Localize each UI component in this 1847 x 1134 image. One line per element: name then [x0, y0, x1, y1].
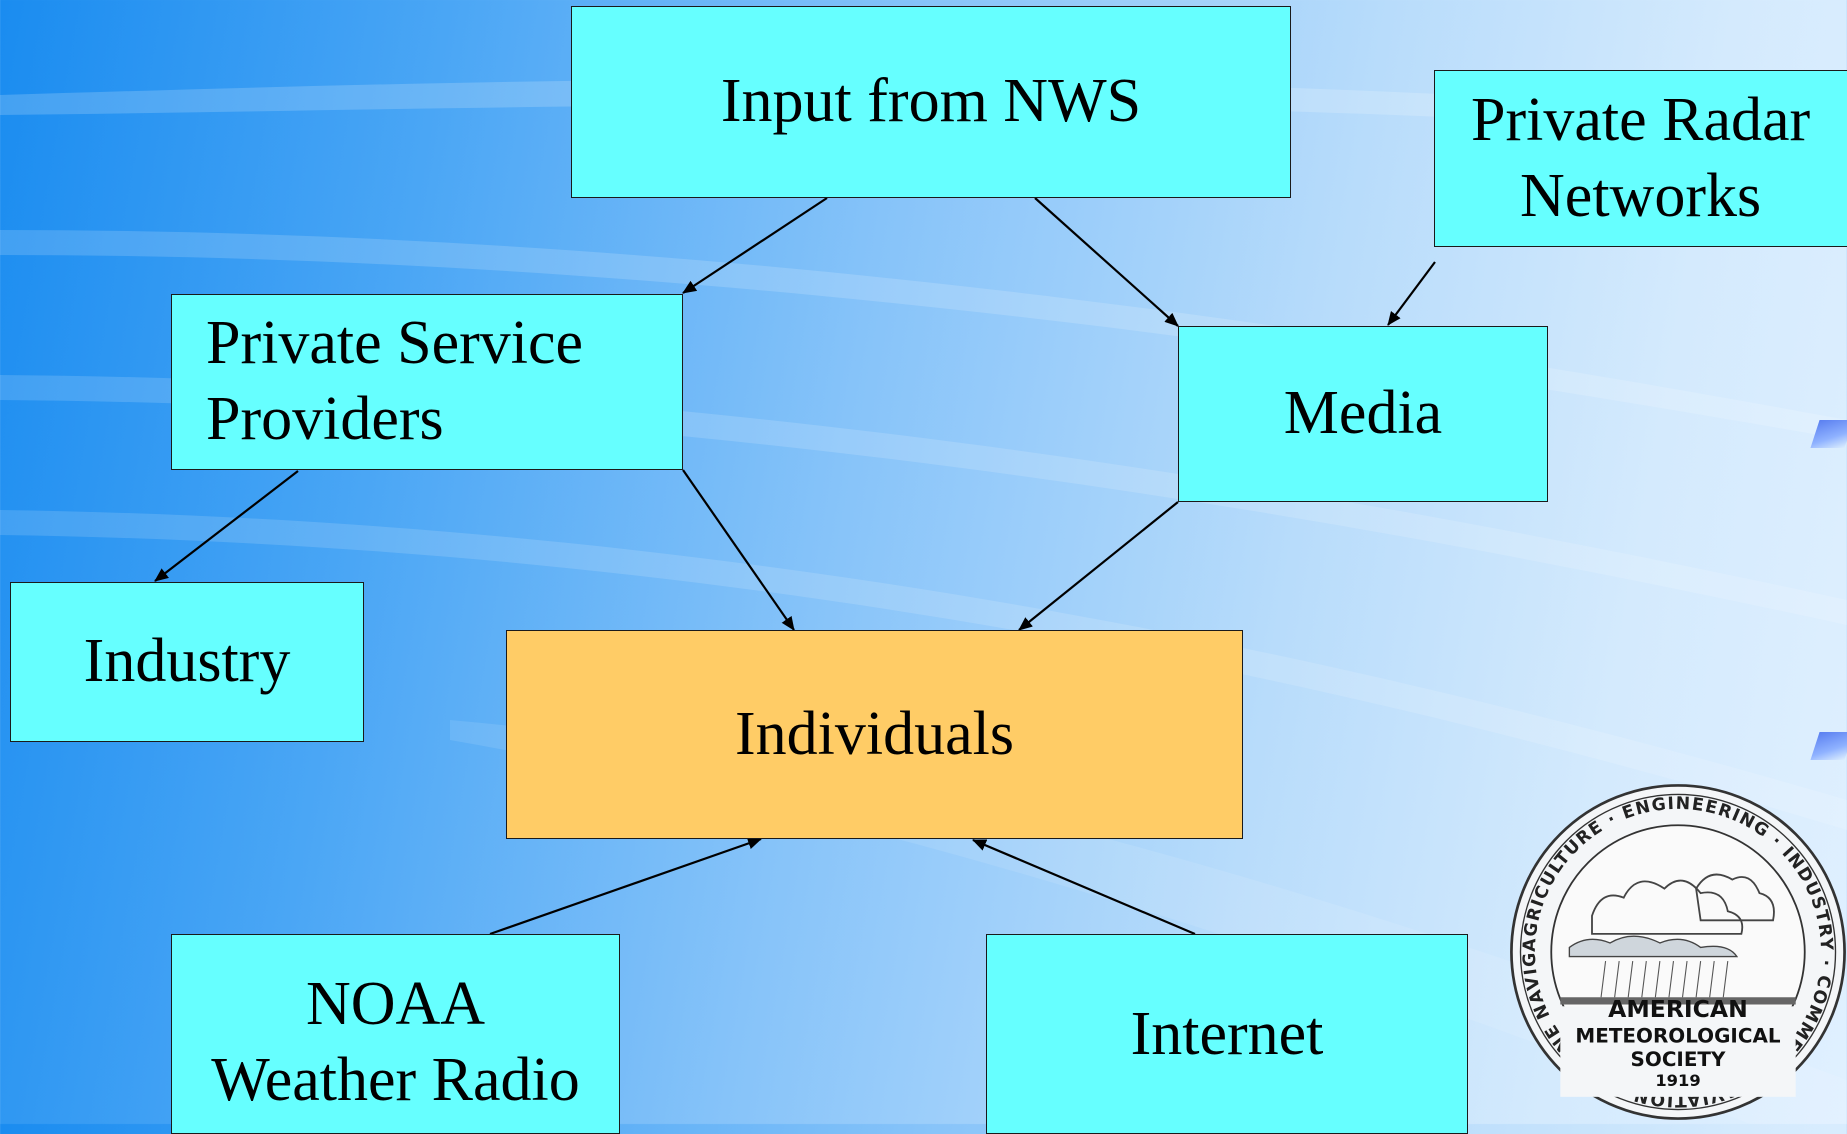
node-label: Private Radar Networks: [1471, 85, 1811, 230]
arrow-media-to-individuals: [1018, 501, 1179, 631]
node-label: Input from NWS: [720, 67, 1142, 136]
node-individuals: Individuals: [506, 630, 1243, 839]
seal-name-line1: AMERICAN: [1608, 995, 1748, 1023]
arrow-noaa-weather-radio-to-individuals: [489, 837, 762, 936]
node-label: Media: [1283, 379, 1443, 448]
arrow-nws-to-private-service-providers: [682, 197, 828, 294]
seal-name-line3: SOCIETY: [1631, 1048, 1726, 1071]
node-private-service-providers: Private Service Providers: [171, 294, 683, 470]
node-internet: Internet: [986, 934, 1468, 1134]
ams-seal-logo: AGRICULTURE · ENGINEERING · INDUSTRY · C…: [1498, 780, 1846, 1120]
node-input-from-nws: Input from NWS: [571, 6, 1291, 198]
node-noaa-weather-radio: NOAA Weather Radio: [171, 934, 620, 1134]
node-label: Individuals: [735, 699, 1014, 768]
seal-name-line2: METEOROLOGICAL: [1575, 1025, 1780, 1048]
arrow-radar-to-media: [1387, 261, 1436, 326]
node-media: Media: [1178, 326, 1548, 502]
arrow-private-service-providers-to-individuals: [682, 469, 795, 631]
arrow-private-service-providers-to-industry: [154, 470, 299, 582]
seal-year: 1919: [1655, 1071, 1700, 1090]
node-label: NOAA Weather Radio: [211, 970, 580, 1114]
arrow-nws-to-media: [1034, 197, 1179, 327]
node-label: Internet: [1130, 1000, 1324, 1068]
node-industry: Industry: [10, 582, 364, 742]
node-label: Private Service Providers: [206, 309, 584, 453]
node-label: Industry: [83, 627, 291, 696]
arrow-internet-to-individuals: [972, 838, 1196, 936]
node-private-radar-networks: Private Radar Networks: [1434, 70, 1847, 247]
